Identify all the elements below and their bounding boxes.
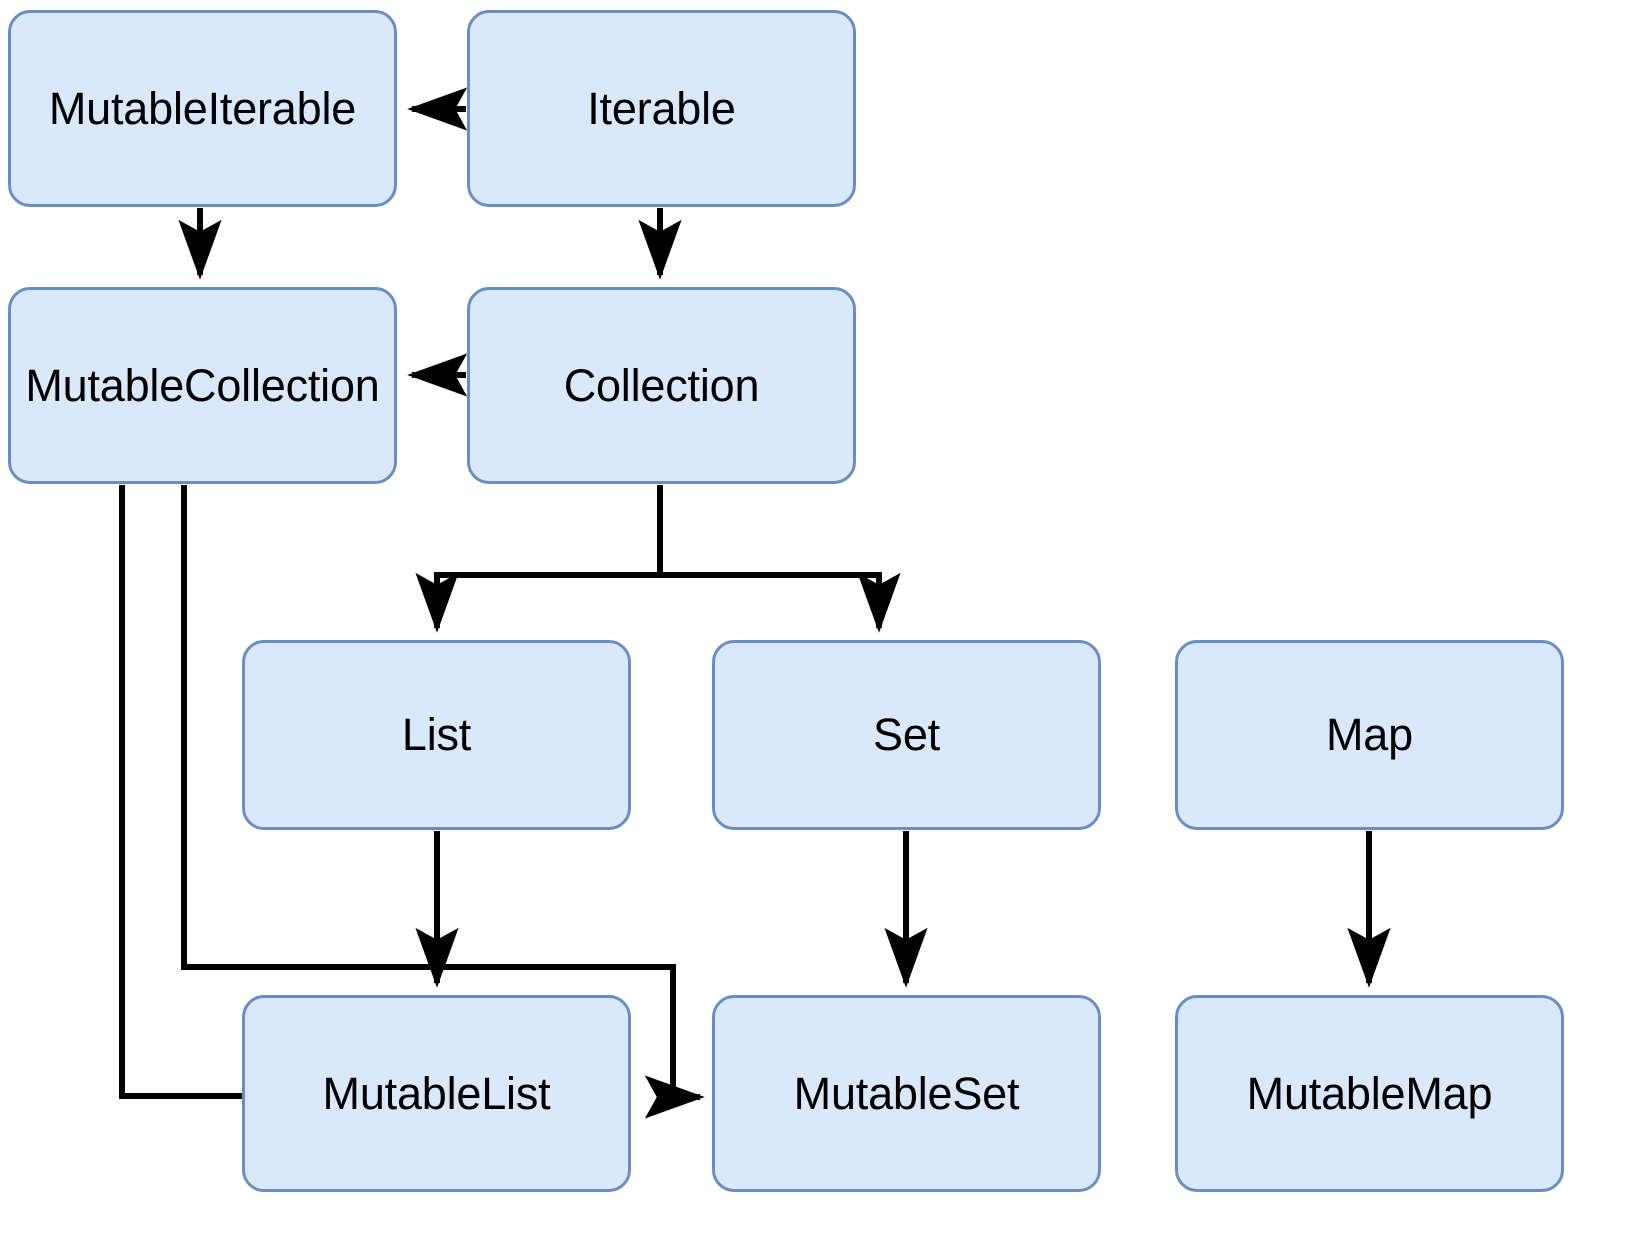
node-mutable-collection[interactable]: MutableCollection (8, 287, 397, 484)
node-mutable-map[interactable]: MutableMap (1175, 995, 1564, 1192)
edge-collection-to-list (415, 485, 663, 633)
node-mutable-iterable[interactable]: MutableIterable (8, 10, 397, 207)
node-label-mutable-list: MutableList (322, 1067, 551, 1119)
node-mutable-set[interactable]: MutableSet (712, 995, 1101, 1192)
edge-mutablecollection-to-mutablelist (119, 485, 242, 1099)
node-map[interactable]: Map (1175, 640, 1564, 830)
node-label-iterable: Iterable (587, 82, 736, 134)
node-label-collection: Collection (563, 359, 760, 411)
node-collection[interactable]: Collection (467, 287, 856, 484)
node-label-mutable-set: MutableSet (793, 1067, 1020, 1119)
node-label-list: List (401, 709, 472, 761)
node-label-mutable-iterable: MutableIterable (48, 82, 357, 134)
edge-collection-to-set (657, 485, 901, 633)
node-label-mutable-map: MutableMap (1246, 1067, 1493, 1119)
node-list[interactable]: List (242, 640, 631, 830)
node-set[interactable]: Set (712, 640, 1101, 830)
node-label-mutable-collection: MutableCollection (25, 359, 380, 411)
node-mutable-list[interactable]: MutableList (242, 995, 631, 1192)
node-label-map: Map (1326, 709, 1413, 761)
node-iterable[interactable]: Iterable (467, 10, 856, 207)
node-label-set: Set (873, 709, 940, 761)
